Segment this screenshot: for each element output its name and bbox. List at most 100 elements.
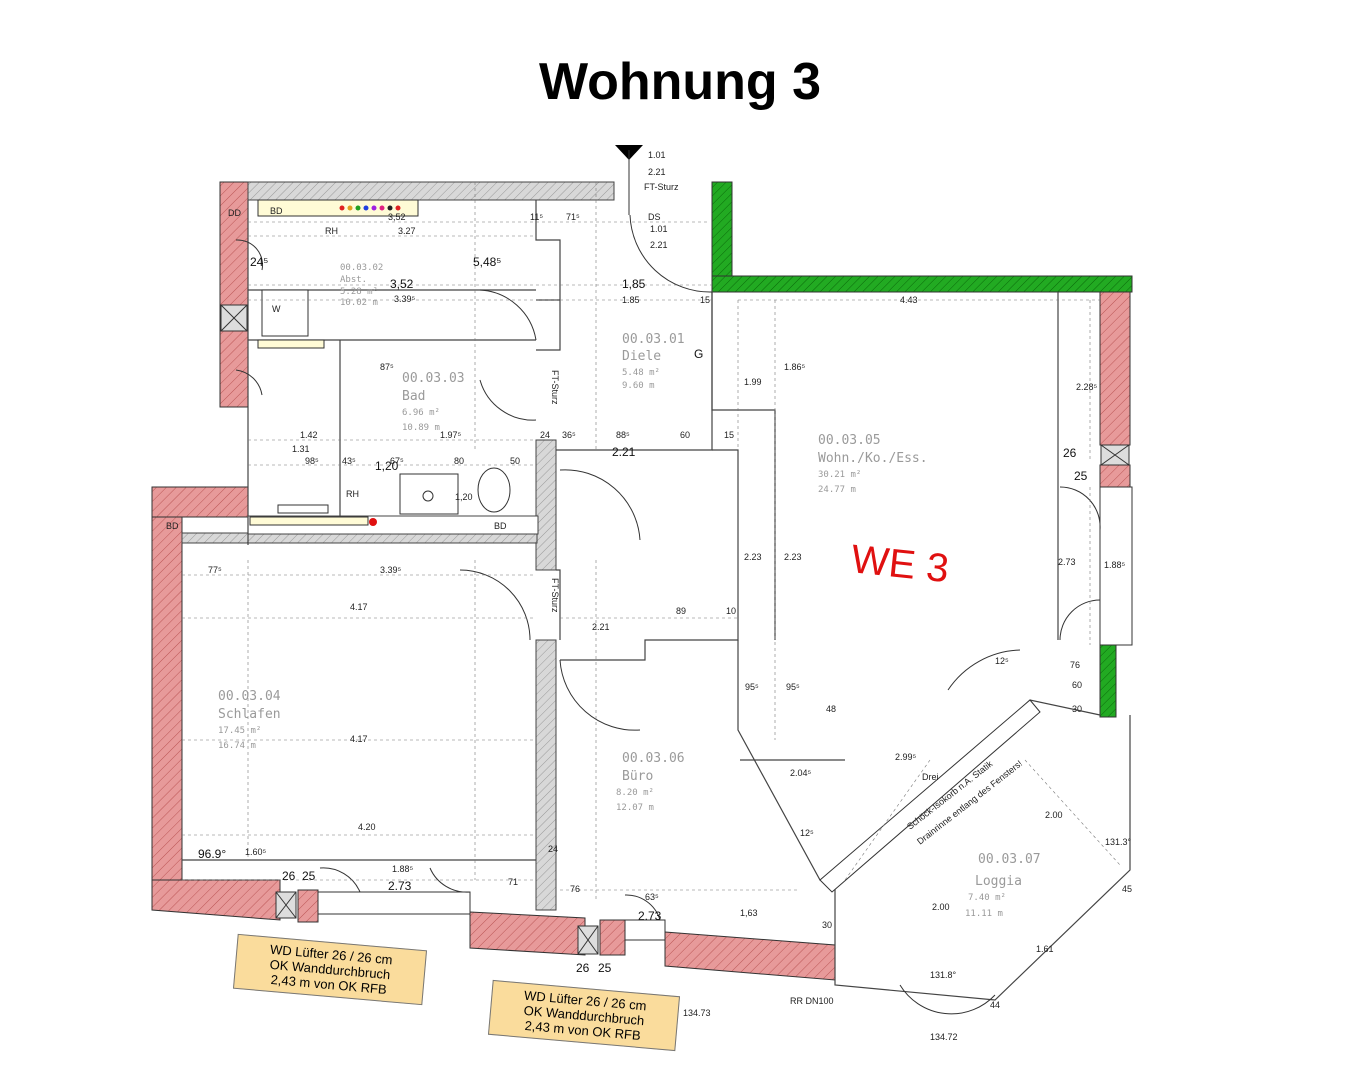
dim-label: 26 xyxy=(1063,446,1077,460)
dim-label: 3,52 xyxy=(388,212,406,222)
svg-text:8.20 m²: 8.20 m² xyxy=(616,788,654,798)
dim-label: 2.21 xyxy=(592,622,610,632)
dim-label: 2.28⁵ xyxy=(1076,382,1098,392)
dim-label: 24 xyxy=(548,844,558,854)
dim-label: 30 xyxy=(822,920,832,930)
dim-label: 63⁵ xyxy=(645,892,659,902)
svg-text:24.77 m: 24.77 m xyxy=(818,485,856,495)
dim-label: 2.04⁵ xyxy=(790,768,812,778)
dim-label: 15 xyxy=(724,430,734,440)
svg-text:Büro: Büro xyxy=(622,769,653,784)
dim-label: 45 xyxy=(1122,884,1132,894)
svg-text:00.03.05: 00.03.05 xyxy=(818,433,881,448)
dim-label: 76 xyxy=(570,884,580,894)
dim-label: 67⁵ xyxy=(390,456,404,466)
dim-label: 3,52 xyxy=(390,277,414,291)
dim-label: 24 xyxy=(540,430,550,440)
dim-label: 2.73 xyxy=(638,909,662,923)
dim-label: Drei xyxy=(922,772,939,782)
dim-label: 2.21 xyxy=(612,445,636,459)
dim-label: 71⁵ xyxy=(566,212,580,222)
dim-label: 2.23 xyxy=(744,552,762,562)
svg-text:9.60 m: 9.60 m xyxy=(622,381,655,391)
dim-label: 25 xyxy=(302,869,316,883)
dim-label: 15 xyxy=(700,295,710,305)
dim-label: 60 xyxy=(1072,680,1082,690)
dim-label: 1,20 xyxy=(375,459,399,473)
dim-label: 2.23 xyxy=(784,552,802,562)
dim-label: 3.39⁵ xyxy=(394,294,416,304)
svg-text:Schlafen: Schlafen xyxy=(218,707,281,722)
dim-label: BD xyxy=(270,206,283,216)
svg-text:5.48 m²: 5.48 m² xyxy=(622,368,660,378)
dimension-lines xyxy=(182,182,1121,900)
dim-label: 2.73 xyxy=(1058,557,1076,567)
svg-text:Abst.: Abst. xyxy=(340,275,367,285)
windows xyxy=(317,486,1133,941)
vent-icons xyxy=(220,304,1130,955)
dim-label: 25 xyxy=(1074,469,1088,483)
room-label-bad: 00.03.03 Bad 6.96 m² 10.89 m xyxy=(402,371,465,433)
dim-label: 2.21 xyxy=(650,240,668,250)
svg-text:10.02 m: 10.02 m xyxy=(340,298,378,308)
dim-label: 4.17 xyxy=(350,734,368,744)
dim-label: BD xyxy=(166,521,179,531)
dim-label: RH xyxy=(325,226,338,236)
svg-text:16.74 m: 16.74 m xyxy=(218,741,256,751)
dim-label: FT-Sturz xyxy=(644,182,679,192)
dim-label: 1.31 xyxy=(292,444,310,454)
svg-text:Loggia: Loggia xyxy=(975,874,1022,889)
room-label-diele: 00.03.01 Diele 5.48 m² 9.60 m xyxy=(622,332,685,391)
svg-text:Wohn./Ko./Ess.: Wohn./Ko./Ess. xyxy=(818,451,928,466)
dim-label: 24⁵ xyxy=(250,255,268,269)
dim-label: 25 xyxy=(598,961,612,975)
dim-label: 60 xyxy=(680,430,690,440)
svg-text:17.45 m²: 17.45 m² xyxy=(218,726,261,736)
svg-text:00.03.07: 00.03.07 xyxy=(978,852,1041,867)
dim-label: 134.72 xyxy=(930,1032,958,1042)
svg-text:11.11 m: 11.11 m xyxy=(965,909,1003,919)
dim-label: 1.01 xyxy=(648,150,666,160)
dim-label: 11⁵ xyxy=(530,212,543,222)
dim-label: 98⁵ xyxy=(305,456,319,466)
dim-label: 87⁵ xyxy=(380,362,394,372)
svg-text:00.03.06: 00.03.06 xyxy=(622,751,685,766)
svg-text:6.96 m²: 6.96 m² xyxy=(402,408,440,418)
dim-label: 1.99 xyxy=(744,377,762,387)
dim-label: 1.60⁵ xyxy=(245,847,267,857)
dim-label: 1,63 xyxy=(740,908,758,918)
dim-label: FT-Sturz xyxy=(550,578,560,613)
dim-label: 30 xyxy=(1072,704,1082,714)
exterior-walls xyxy=(151,181,1131,981)
svg-text:Bad: Bad xyxy=(402,389,425,404)
dim-label: 5,48⁵ xyxy=(473,255,501,269)
dim-label: 3.27 xyxy=(398,226,416,236)
dim-label: 2.73 xyxy=(388,879,412,893)
svg-text:Diele: Diele xyxy=(622,349,661,364)
dim-label: 43⁵ xyxy=(342,456,356,466)
dim-label: FT-Sturz xyxy=(550,370,560,405)
dim-label: 12⁵ xyxy=(995,656,1009,666)
dim-label: 12⁵ xyxy=(800,828,814,838)
svg-text:00.03.02: 00.03.02 xyxy=(340,263,383,273)
dim-label: 36⁵ xyxy=(562,430,576,440)
svg-text:12.07 m: 12.07 m xyxy=(616,803,654,813)
dim-label: 26 xyxy=(576,961,590,975)
dim-label: 77⁵ xyxy=(208,565,222,575)
dim-label: DS xyxy=(648,212,661,222)
green-walls xyxy=(711,181,1133,718)
room-label-loggia: 00.03.07 Loggia 7.40 m² 11.11 m xyxy=(965,852,1041,919)
dim-label: G xyxy=(694,347,703,361)
svg-text:7.40 m²: 7.40 m² xyxy=(968,893,1006,903)
dim-label: 131.3° xyxy=(1105,837,1132,847)
dim-label: 131.8° xyxy=(930,970,957,980)
dim-label: 95⁵ xyxy=(745,682,759,692)
dim-label: 1.86⁵ xyxy=(784,362,806,372)
dim-label: 4.17 xyxy=(350,602,368,612)
apartment-label: WE 3 xyxy=(849,537,951,591)
dim-label: DD xyxy=(228,208,241,218)
dim-label: 89 xyxy=(676,606,686,616)
dim-label: 1.88⁵ xyxy=(392,864,414,874)
dim-label: RR DN100 xyxy=(790,996,834,1006)
